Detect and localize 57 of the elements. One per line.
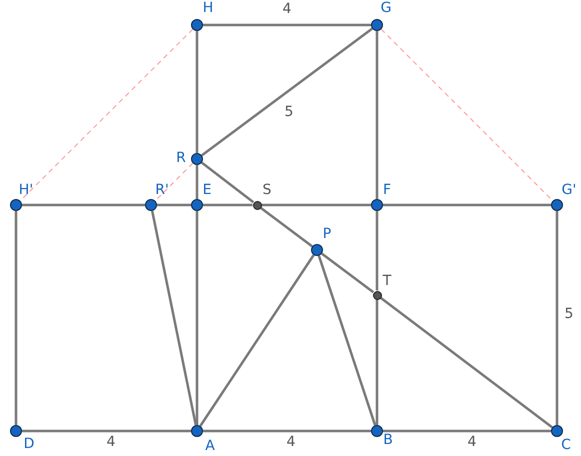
- point-label: C: [561, 437, 571, 453]
- line-segment: [380, 296, 553, 428]
- point: [10, 199, 22, 211]
- line-segment: [318, 255, 376, 426]
- point: [371, 19, 383, 31]
- line-segment: [22, 204, 145, 206]
- point: [191, 19, 203, 31]
- point-label: D: [24, 436, 34, 452]
- line-segment: [262, 204, 371, 206]
- point: [311, 244, 323, 256]
- line-segment: [157, 204, 191, 206]
- dashed-segment: [380, 28, 554, 202]
- line-segment: [203, 204, 252, 206]
- line-segment: [201, 162, 254, 204]
- line-segment: [199, 254, 315, 427]
- point-label: G: [380, 0, 392, 16]
- line-segment: [196, 211, 198, 425]
- line-segment: [376, 211, 378, 290]
- point: [10, 425, 22, 437]
- point: [371, 425, 383, 437]
- line-segment: [203, 430, 371, 432]
- line-segment: [376, 300, 378, 425]
- point-label: S: [262, 182, 272, 198]
- point: [191, 199, 203, 211]
- point: [371, 199, 383, 211]
- point: [191, 425, 203, 437]
- line-segment: [383, 204, 551, 206]
- point: [372, 290, 382, 300]
- line-segment: [22, 430, 191, 432]
- line-segment: [376, 31, 378, 199]
- point-label: F: [382, 182, 392, 198]
- point-label: G': [562, 182, 576, 198]
- point-label: R: [176, 150, 186, 166]
- line-segment: [196, 31, 198, 153]
- point-label: R': [155, 182, 169, 198]
- point-label: H': [18, 182, 34, 198]
- line-segment: [150, 210, 198, 426]
- point-label: A: [205, 438, 215, 454]
- line-segment: [260, 206, 313, 248]
- dashed-segment: [154, 162, 194, 202]
- point: [551, 199, 563, 211]
- point-label: E: [202, 182, 212, 198]
- point-label: T: [382, 273, 392, 289]
- line-segment: [14, 211, 18, 425]
- line-segment: [196, 165, 198, 199]
- line-segment: [321, 252, 374, 294]
- point-label: B: [383, 432, 393, 448]
- point: [191, 153, 203, 165]
- point-label: P: [322, 226, 332, 242]
- point: [145, 199, 157, 211]
- point: [551, 425, 563, 437]
- line-segment: [201, 28, 373, 156]
- line-segment: [556, 211, 558, 425]
- line-segment: [203, 24, 371, 26]
- point-label: H: [202, 0, 214, 16]
- point: [252, 200, 262, 210]
- line-segment: [383, 430, 551, 432]
